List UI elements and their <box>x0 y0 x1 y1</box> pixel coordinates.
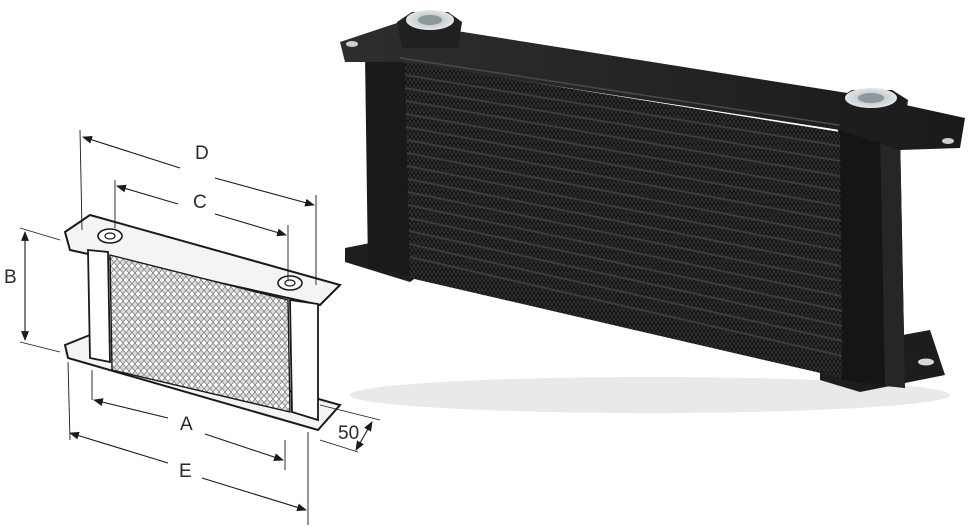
top-rail <box>340 22 965 150</box>
oil-cooler-render <box>340 10 965 413</box>
drawing-left-column <box>87 249 111 364</box>
drawing-port-left <box>97 228 123 244</box>
mount-hole-top-right <box>942 138 954 144</box>
drawing-right-column <box>289 298 319 422</box>
dimension-drawing <box>19 129 381 525</box>
extension-lines <box>19 129 381 525</box>
dimension-label-depth: 50 <box>338 423 359 444</box>
drawing-port-right <box>277 275 303 291</box>
fitting-right <box>835 88 908 128</box>
dimension-label-b: B <box>4 267 17 288</box>
drawing-core-mesh <box>109 254 291 413</box>
dimension-label-a: A <box>180 414 193 435</box>
top-rail-edge <box>399 57 846 127</box>
dimension-lines <box>21 135 373 512</box>
mount-hole-top-left <box>346 41 358 47</box>
drawing-top-plate <box>63 213 342 307</box>
fitting-left <box>397 10 462 48</box>
dimension-label-c: C <box>193 192 207 213</box>
fin-row-dividers <box>404 74 843 357</box>
end-plate-right-side <box>880 132 905 388</box>
ground-shadow <box>350 377 950 413</box>
mount-hole-bottom <box>918 358 934 366</box>
cooler-core <box>405 62 842 378</box>
dimension-label-e: E <box>179 461 192 482</box>
end-plate-left <box>365 55 412 275</box>
dimension-label-d: D <box>195 143 209 164</box>
